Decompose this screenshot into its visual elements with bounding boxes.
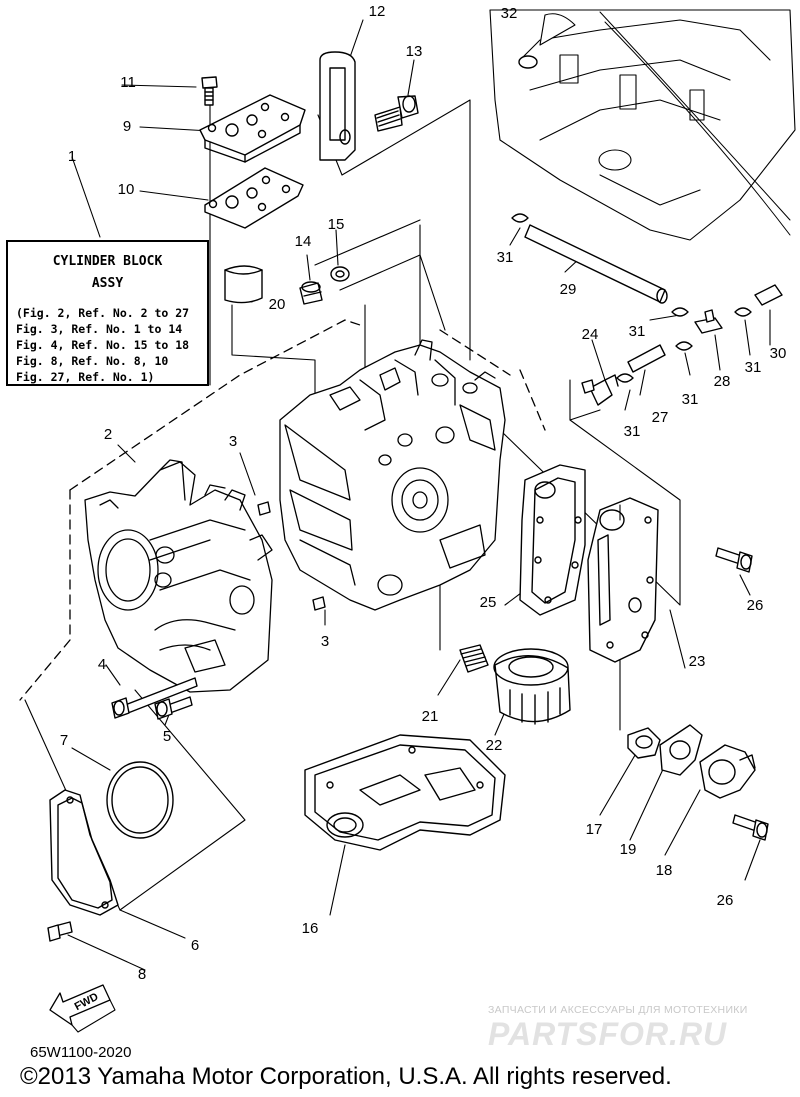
- part-12-hanger: [319, 51, 356, 161]
- assembly-title-line1: CYLINDER BLOCK: [52, 254, 163, 269]
- engine-top-housing: [489, 9, 796, 241]
- watermark-logo: PARTSFOR.RU: [488, 1016, 728, 1052]
- callout-7[interactable]: 7: [59, 732, 69, 749]
- part-29-hose: [524, 224, 668, 304]
- callout-31[interactable]: 31: [744, 359, 762, 376]
- part-27-hose: [627, 344, 666, 373]
- callout-23[interactable]: 23: [688, 653, 706, 670]
- diagram-part-code: 65W1100-2020: [30, 1044, 132, 1061]
- part-26-bolt-upper: [715, 547, 753, 573]
- part-22-oil-filter: [493, 648, 571, 725]
- part-13-bolt: [374, 95, 419, 132]
- callout-16[interactable]: 16: [301, 920, 319, 937]
- callout-5[interactable]: 5: [162, 728, 172, 745]
- part-9-plate: [199, 94, 306, 163]
- part-4-bolt: [111, 677, 198, 719]
- callout-31[interactable]: 31: [628, 323, 646, 340]
- cylinder-block-dashed-outline: [19, 319, 546, 701]
- part-20-grommet: [224, 265, 263, 304]
- part-14-plug: [299, 281, 323, 305]
- assembly-reference-box: CYLINDER BLOCK ASSY (Fig. 2, Ref. No. 2 …: [6, 240, 209, 386]
- assembly-ref-line: Fig. 27, Ref. No. 1): [16, 370, 155, 384]
- part-8-bolt: [47, 921, 73, 942]
- callout-15[interactable]: 15: [327, 216, 345, 233]
- callout-24[interactable]: 24: [581, 326, 599, 343]
- assembly-ref-line: Fig. 3, Ref. No. 1 to 14: [16, 322, 183, 336]
- callout-6[interactable]: 6: [190, 937, 200, 954]
- callout-20[interactable]: 20: [268, 296, 286, 313]
- part-10-gasket: [204, 167, 304, 229]
- part-5-bolt: [154, 696, 193, 720]
- callout-30[interactable]: 30: [769, 345, 787, 362]
- callout-2[interactable]: 2: [103, 426, 113, 443]
- cylinder-block-body: [279, 339, 506, 611]
- callout-31[interactable]: 31: [496, 249, 514, 266]
- watermark-subtitle: ЗАПЧАСТИ И АКСЕССУАРЫ ДЛЯ МОТОТЕХНИКИ: [488, 1004, 748, 1016]
- callout-13[interactable]: 13: [405, 43, 423, 60]
- part-19-gasket: [659, 724, 703, 776]
- callout-10[interactable]: 10: [117, 181, 135, 198]
- copyright-notice: ©2013 Yamaha Motor Corporation, U.S.A. A…: [20, 1063, 672, 1090]
- part-2-crankcase: [84, 459, 273, 693]
- callout-31[interactable]: 31: [681, 391, 699, 408]
- callout-3[interactable]: 3: [320, 633, 330, 650]
- part-32-clip: [518, 55, 538, 69]
- callout-1[interactable]: 1: [67, 148, 77, 165]
- part-26-bolt-lower: [732, 814, 769, 841]
- callout-25[interactable]: 25: [479, 594, 497, 611]
- callout-19[interactable]: 19: [619, 841, 637, 858]
- callout-29[interactable]: 29: [559, 281, 577, 298]
- part-7-o-ring: [106, 761, 174, 839]
- part-31-clips: [511, 213, 752, 383]
- part-24-fitting: [581, 374, 619, 406]
- assembly-title-line2: ASSY: [91, 276, 124, 291]
- part-11-bolt: [201, 76, 218, 106]
- part-15-washer: [330, 266, 350, 282]
- callout-17[interactable]: 17: [585, 821, 603, 838]
- assembly-ref-line: Fig. 8, Ref. No. 8, 10: [16, 354, 169, 368]
- part-28-joint: [694, 309, 723, 334]
- part-18-thermostat-cover: [699, 744, 756, 799]
- part-3-dowel-pins: [257, 501, 326, 611]
- part-25-gasket: [519, 464, 586, 616]
- part-17-thermostat: [627, 727, 661, 759]
- callout-22[interactable]: 22: [485, 737, 503, 754]
- callout-27[interactable]: 27: [651, 409, 669, 426]
- part-30-hose: [754, 284, 783, 306]
- callout-12[interactable]: 12: [368, 3, 386, 20]
- callout-21[interactable]: 21: [421, 708, 439, 725]
- callout-31[interactable]: 31: [623, 423, 641, 440]
- callout-8[interactable]: 8: [137, 966, 147, 983]
- assembly-ref-line: (Fig. 2, Ref. No. 2 to 27: [16, 306, 190, 320]
- callout-26[interactable]: 26: [746, 597, 764, 614]
- fwd-arrow-icon: [49, 984, 116, 1033]
- callout-14[interactable]: 14: [294, 233, 312, 250]
- callout-4[interactable]: 4: [97, 656, 107, 673]
- bracket-lines: [569, 409, 621, 521]
- part-23-exhaust-cover: [587, 497, 659, 663]
- callout-18[interactable]: 18: [655, 862, 673, 879]
- callout-32[interactable]: 32: [500, 5, 518, 22]
- callout-28[interactable]: 28: [713, 373, 731, 390]
- callout-9[interactable]: 9: [122, 118, 132, 135]
- callout-3[interactable]: 3: [228, 433, 238, 450]
- part-6-cover-plate: [49, 789, 119, 916]
- assembly-ref-line: Fig. 4, Ref. No. 15 to 18: [16, 338, 190, 352]
- callout-26[interactable]: 26: [716, 892, 734, 909]
- part-21-strainer: [459, 644, 489, 673]
- part-16-gasket: [304, 734, 506, 851]
- callout-11[interactable]: 11: [120, 74, 136, 91]
